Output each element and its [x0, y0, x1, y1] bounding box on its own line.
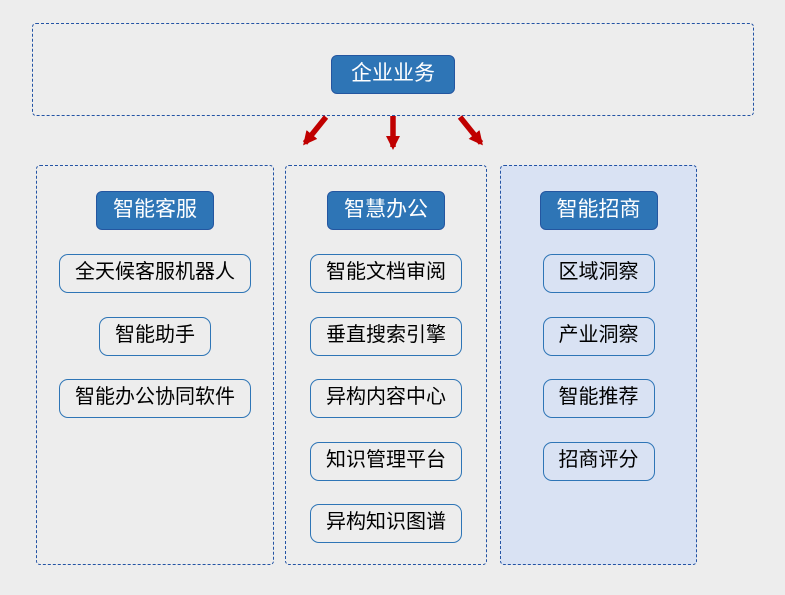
node-knowledge-management-platform: 知识管理平台 — [310, 441, 462, 481]
arrow-right — [457, 115, 484, 146]
node-office-collaboration-software: 智能办公协同软件 — [59, 379, 251, 418]
column-header-investment: 智能招商 — [539, 191, 658, 230]
root-panel: 企业业务 — [32, 23, 754, 116]
column-smart-office: 智慧办公 智能文档审阅 垂直搜索引擎 异构内容中心 知识管理平台 异构知识图谱 — [285, 165, 487, 565]
connector-arrows — [302, 115, 484, 150]
column-customer-service: 智能客服 全天候客服机器人 智能助手 智能办公协同软件 — [36, 165, 274, 565]
node-regional-insight: 区域洞察 — [542, 254, 655, 293]
node-document-review: 智能文档审阅 — [310, 254, 462, 293]
node-smart-recommendation: 智能推荐 — [542, 379, 655, 418]
node-customer-service-robot: 全天候客服机器人 — [59, 254, 251, 293]
column-header-smart-office: 智慧办公 — [327, 191, 445, 230]
arrow-left — [302, 115, 329, 146]
node-heterogeneous-content-center: 异构内容中心 — [310, 379, 462, 418]
node-vertical-search-engine: 垂直搜索引擎 — [310, 316, 462, 356]
node-smart-assistant: 智能助手 — [99, 316, 211, 356]
root-node: 企业业务 — [331, 55, 455, 94]
node-industry-insight: 产业洞察 — [542, 316, 655, 356]
node-investment-scoring: 招商评分 — [542, 441, 655, 481]
node-heterogeneous-knowledge-graph: 异构知识图谱 — [310, 504, 462, 543]
column-header-customer-service: 智能客服 — [96, 191, 214, 230]
column-investment: 智能招商 区域洞察 产业洞察 智能推荐 招商评分 — [500, 165, 697, 565]
